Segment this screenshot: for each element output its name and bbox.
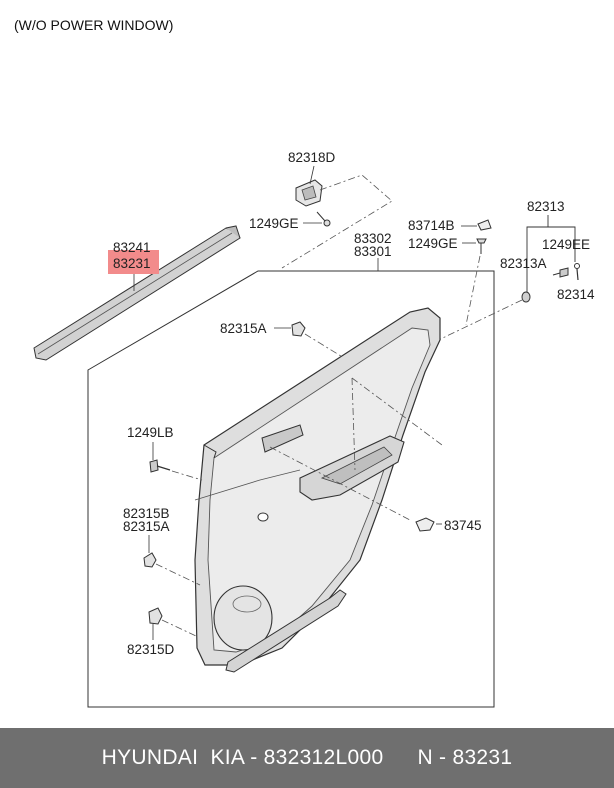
dash-82318D (281, 174, 393, 269)
dash-panel-vert (351, 377, 356, 471)
label-83714B: 83714B (408, 218, 455, 233)
bracket-82313 (526, 226, 576, 292)
label-82315A-mid: 82315A (123, 519, 170, 534)
label-83241: 83241 (113, 240, 151, 255)
label-1249GE-a: 1249GE (249, 216, 299, 231)
label-83745: 83745 (444, 518, 482, 533)
dash-1249GE-b (465, 255, 481, 326)
footer-brand-part-number: HYUNDAI KIA - 832312L000 (101, 746, 384, 769)
dash-82315B (155, 563, 201, 586)
leader-82318D (309, 165, 315, 185)
dash-panel-upper (351, 377, 443, 446)
pin-82314-part (574, 263, 580, 281)
dash-82315D (161, 619, 197, 637)
dash-82313A (427, 299, 523, 346)
label-1249EE: 1249EE (542, 237, 590, 252)
door-trim-panel-part (194, 307, 441, 666)
label-82318D: 82318D (288, 150, 336, 165)
dash-panel-mid (269, 446, 411, 521)
weatherstrip-83231-part (33, 225, 241, 361)
lower-strip-part (225, 589, 347, 673)
highlight-83231 (108, 250, 159, 274)
diagram-caption: (W/O POWER WINDOW) (14, 17, 173, 33)
screw-1249EE-part (552, 267, 569, 278)
footer-reference-number: N - 83231 (417, 746, 513, 769)
label-82315A-top: 82315A (220, 321, 267, 336)
screw-1249GE-b-part (476, 238, 487, 254)
clip-82315A-top-part (291, 321, 306, 337)
clip-83714B-part (477, 219, 492, 231)
screw-1249GE-part (316, 211, 331, 227)
parts-diagram: (W/O POWER WINDOW) (14, 17, 595, 708)
clip-83745-part (415, 517, 435, 532)
label-82313A: 82313A (500, 256, 547, 271)
clip-82315B-part (143, 552, 157, 568)
label-82313: 82313 (527, 199, 565, 214)
label-1249GE-b: 1249GE (408, 236, 458, 251)
label-83301: 83301 (354, 244, 392, 259)
clip-82315D-part (148, 607, 163, 625)
bracket-82318D-part (295, 179, 323, 207)
label-1249LB: 1249LB (127, 425, 174, 440)
dash-1249LB (171, 470, 203, 481)
grommet-82313A-part (521, 291, 531, 303)
label-82315D: 82315D (127, 642, 175, 657)
label-82315B: 82315B (123, 506, 170, 521)
part-number-footer: HYUNDAI KIA - 832312L000 N - 83231 (0, 728, 614, 788)
assembly-frame (87, 270, 495, 708)
label-82314: 82314 (557, 287, 595, 302)
label-83231: 83231 (113, 256, 151, 271)
label-83302: 83302 (354, 231, 392, 246)
screw-1249LB-part (149, 459, 171, 473)
